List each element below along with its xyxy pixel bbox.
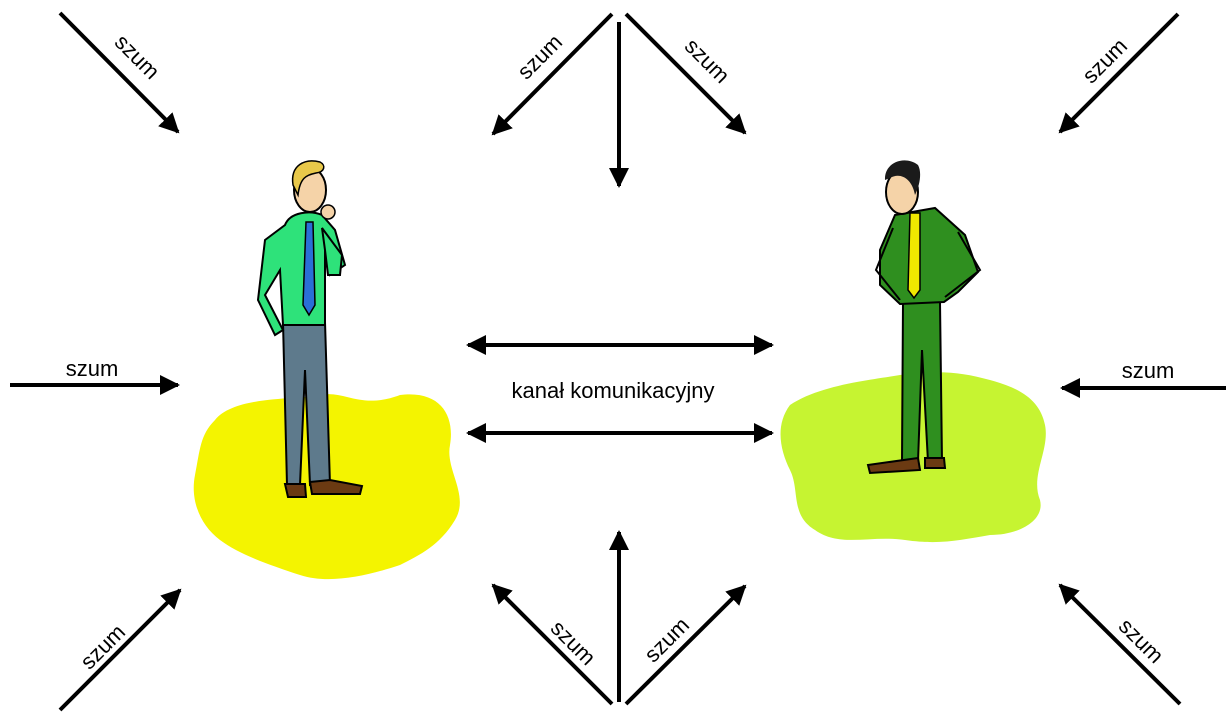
channel-label: kanał komunikacyjny xyxy=(512,378,715,403)
noise-label-bottom-center-left: szum xyxy=(546,615,601,670)
noise-label-top-left: szum xyxy=(110,29,165,84)
noise-label-top-center-right: szum xyxy=(680,33,735,88)
noise-label-top-center-left: szum xyxy=(512,29,567,84)
left-person-figure xyxy=(256,160,364,498)
noise-label-top-right: szum xyxy=(1077,33,1132,88)
right-person-figure xyxy=(866,160,982,475)
noise-arrow-bottom-left xyxy=(58,588,182,712)
noise-arrow-bottom-center-right xyxy=(624,584,747,706)
noise-label-bottom-center-right: szum xyxy=(639,612,694,667)
noise-arrow-top-right xyxy=(1058,12,1180,134)
noise-label-middle-right: szum xyxy=(1122,358,1175,383)
noise-label-bottom-right: szum xyxy=(1114,613,1169,668)
noise-arrow-top-center-right xyxy=(624,12,747,135)
noise-arrow-top-left xyxy=(58,11,180,134)
noise-arrow-bottom-right xyxy=(1058,583,1182,706)
noise-arrow-top-center-left xyxy=(491,12,614,136)
noise-label-middle-left: szum xyxy=(66,356,119,381)
noise-arrow-bottom-center-left xyxy=(491,583,614,706)
